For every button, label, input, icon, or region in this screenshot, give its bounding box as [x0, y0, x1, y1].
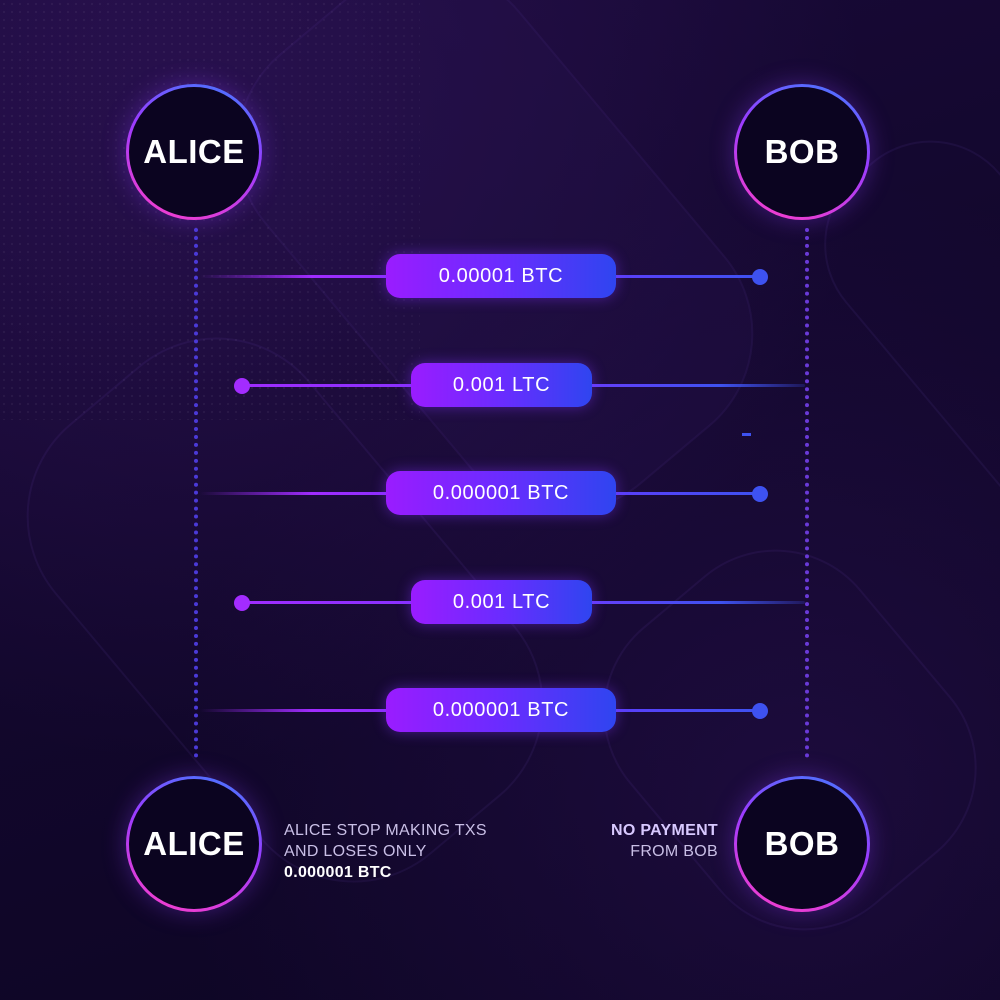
transaction-end-dot: [752, 269, 768, 285]
note-line: ALICE STOP MAKING TXS: [284, 822, 487, 839]
transaction-end-dot: [234, 378, 250, 394]
transaction-row: 0.00001 BTC: [0, 254, 1000, 298]
alice-avatar-bottom: ALICE: [126, 776, 262, 912]
note-line: FROM BOB: [630, 843, 718, 860]
alice-avatar-top: ALICE: [126, 84, 262, 220]
decorative-dash: [742, 433, 751, 436]
transaction-amount-pill: 0.000001 BTC: [386, 471, 616, 515]
transaction-end-dot: [752, 486, 768, 502]
transaction-row: 0.001 LTC: [0, 580, 1000, 624]
bob-outcome-note: NO PAYMENT FROM BOB: [560, 820, 718, 862]
transaction-row: 0.001 LTC: [0, 363, 1000, 407]
bob-avatar-bottom: BOB: [734, 776, 870, 912]
transaction-row: 0.000001 BTC: [0, 688, 1000, 732]
transaction-end-dot: [234, 595, 250, 611]
alice-timeline: [194, 228, 198, 758]
bob-timeline: [805, 228, 809, 758]
alice-label: ALICE: [143, 825, 245, 862]
transaction-amount-pill: 0.000001 BTC: [386, 688, 616, 732]
alice-outcome-note: ALICE STOP MAKING TXS AND LOSES ONLY 0.0…: [284, 820, 544, 883]
note-amount: 0.000001 BTC: [284, 864, 392, 881]
note-line: AND LOSES ONLY: [284, 843, 427, 860]
bob-label: BOB: [764, 133, 840, 170]
transaction-amount-pill: 0.001 LTC: [411, 580, 592, 624]
transaction-amount-pill: 0.00001 BTC: [386, 254, 616, 298]
bob-avatar-top: BOB: [734, 84, 870, 220]
transaction-row: 0.000001 BTC: [0, 471, 1000, 515]
transaction-amount-pill: 0.001 LTC: [411, 363, 592, 407]
transaction-end-dot: [752, 703, 768, 719]
note-emphasis: NO PAYMENT: [610, 822, 718, 839]
alice-label: ALICE: [143, 133, 245, 170]
bob-label: BOB: [764, 825, 840, 862]
